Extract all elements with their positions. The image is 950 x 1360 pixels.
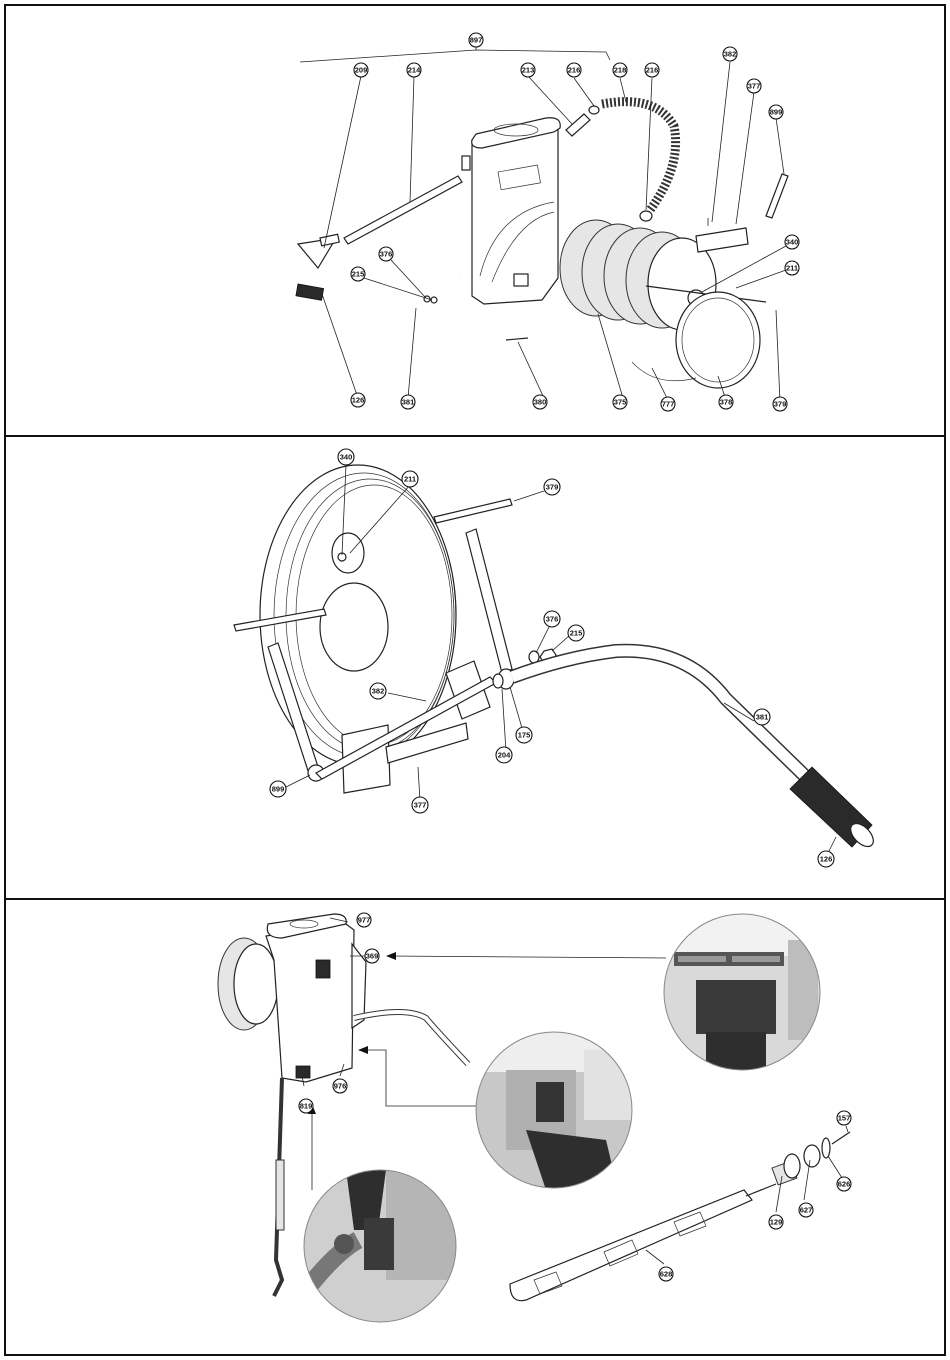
svg-text:381: 381 [402, 398, 415, 407]
callout-214: 214 [407, 63, 421, 77]
svg-text:899: 899 [272, 785, 285, 794]
svg-text:376: 376 [546, 615, 559, 624]
svg-text:375: 375 [614, 398, 627, 407]
svg-text:215: 215 [570, 629, 583, 638]
callout-626: 626 [837, 1177, 851, 1191]
callout-377: 377 [747, 79, 761, 93]
callout-215: 215 [568, 625, 584, 641]
callout-976: 976 [333, 1079, 347, 1093]
svg-text:157: 157 [838, 1114, 851, 1123]
svg-text:626: 626 [838, 1180, 851, 1189]
svg-text:214: 214 [408, 66, 421, 75]
callout-382: 382 [723, 47, 737, 61]
sprayer-unit-part [218, 914, 366, 1082]
callout-382: 382 [370, 683, 386, 699]
corrugated-hose-part [602, 102, 676, 210]
callout-377: 377 [412, 797, 428, 813]
callout-340: 340 [785, 235, 799, 249]
callout-340: 340 [338, 449, 354, 465]
svg-text:126: 126 [820, 855, 833, 864]
svg-text:377: 377 [748, 82, 761, 91]
tank-body-part [462, 118, 560, 304]
svg-text:977: 977 [358, 916, 371, 925]
callout-213: 213 [521, 63, 535, 77]
callout-369: 369 [365, 949, 379, 963]
callout-376: 376 [544, 611, 560, 627]
svg-text:215: 215 [352, 270, 365, 279]
svg-text:380: 380 [534, 398, 547, 407]
svg-text:340: 340 [786, 238, 799, 247]
callout-204: 204 [496, 747, 512, 763]
callout-380: 380 [533, 395, 547, 409]
svg-text:627: 627 [800, 1206, 813, 1215]
strap-photo-bottom [304, 1170, 456, 1322]
callout-379: 379 [773, 397, 787, 411]
svg-text:382: 382 [372, 687, 385, 696]
strap-detail-panel: 977 369 976 819 157 626 627 129 628 [4, 898, 946, 1356]
callout-129: 129 [769, 1215, 783, 1229]
svg-text:211: 211 [786, 264, 798, 273]
exploded-view-drawing: 897 209 214 213 216 218 216 382 377 899 … [6, 6, 948, 439]
svg-text:377: 377 [414, 801, 427, 810]
callout-378: 378 [719, 395, 733, 409]
callout-627: 627 [799, 1203, 813, 1217]
callout-216a: 216 [567, 63, 581, 77]
strap-photo-middle [476, 1032, 636, 1192]
callout-375: 375 [613, 395, 627, 409]
svg-text:897: 897 [470, 36, 483, 45]
svg-text:175: 175 [518, 731, 531, 740]
callout-897: 897 [469, 33, 483, 47]
callout-126: 126 [818, 851, 834, 867]
callout-216b: 216 [645, 63, 659, 77]
exploded-view-panel: 897 209 214 213 216 218 216 382 377 899 … [4, 4, 946, 437]
svg-text:379: 379 [774, 400, 787, 409]
strap-detail-drawing: 977 369 976 819 157 626 627 129 628 [6, 900, 948, 1358]
assembly-detail-drawing: 340 211 379 376 215 382 381 175 204 899 … [6, 437, 948, 902]
svg-text:129: 129 [770, 1218, 783, 1227]
callout-381: 381 [754, 709, 770, 725]
svg-text:213: 213 [522, 66, 535, 75]
svg-text:899: 899 [770, 108, 783, 117]
callout-175: 175 [516, 727, 532, 743]
svg-text:976: 976 [334, 1082, 347, 1091]
callout-381: 381 [401, 395, 415, 409]
svg-text:777: 777 [662, 400, 675, 409]
callout-977: 977 [357, 913, 371, 927]
svg-text:379: 379 [546, 483, 559, 492]
callout-376: 376 [379, 247, 393, 261]
callout-218: 218 [613, 63, 627, 77]
svg-text:218: 218 [614, 66, 627, 75]
svg-text:628: 628 [660, 1270, 673, 1279]
callout-215: 215 [351, 267, 365, 281]
svg-text:216: 216 [568, 66, 581, 75]
callout-819: 819 [299, 1099, 313, 1113]
callout-628: 628 [659, 1267, 673, 1281]
svg-text:216: 216 [646, 66, 659, 75]
svg-text:381: 381 [756, 713, 769, 722]
callout-126: 126 [351, 393, 365, 407]
callout-211: 211 [785, 261, 799, 275]
rod-part [344, 176, 462, 244]
callout-209: 209 [354, 63, 368, 77]
callout-157: 157 [837, 1111, 851, 1125]
assembly-detail-panel: 340 211 379 376 215 382 381 175 204 899 … [4, 435, 946, 900]
svg-text:209: 209 [355, 66, 368, 75]
svg-text:369: 369 [366, 952, 379, 961]
svg-text:378: 378 [720, 398, 733, 407]
svg-text:376: 376 [380, 250, 393, 259]
svg-text:382: 382 [724, 50, 737, 59]
svg-text:211: 211 [404, 475, 416, 484]
svg-text:126: 126 [352, 396, 365, 405]
callout-211: 211 [402, 471, 418, 487]
callout-899: 899 [270, 781, 286, 797]
callout-379: 379 [544, 479, 560, 495]
svg-text:819: 819 [300, 1102, 313, 1111]
callout-777: 777 [661, 397, 675, 411]
svg-text:204: 204 [498, 751, 511, 760]
callout-899: 899 [769, 105, 783, 119]
svg-text:340: 340 [340, 453, 353, 462]
